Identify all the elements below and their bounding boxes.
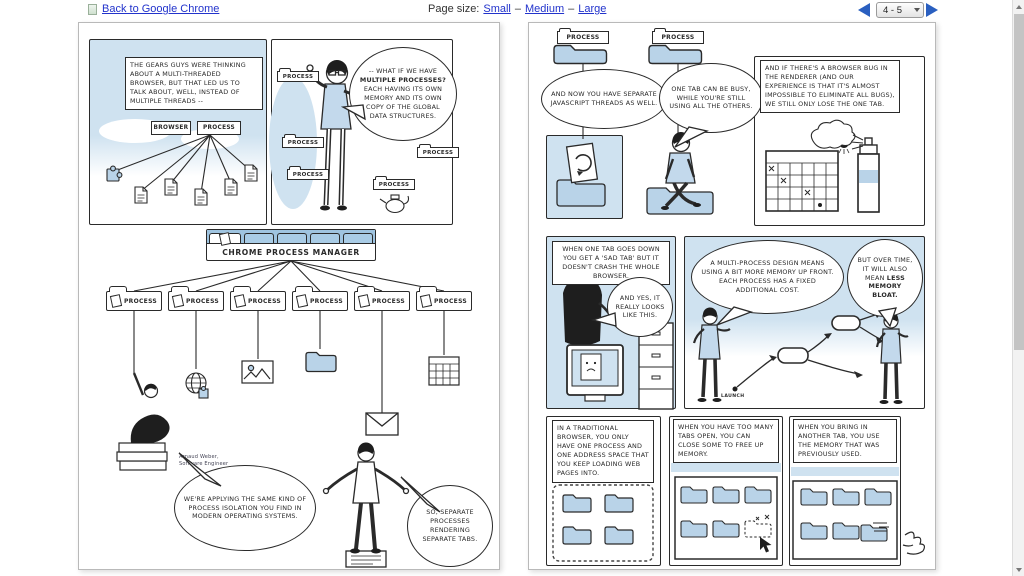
- bubble-process-isolation: WE'RE APPLYING THE SAME KIND OF PROCESS …: [174, 465, 316, 551]
- blue-band: [791, 467, 899, 476]
- process-folder-icons: [553, 44, 703, 65]
- engineer-credit: Arnaud Weber,Software Engineer: [179, 454, 229, 467]
- bubble-separate-tabs: SO, SEPARATE PROCESSES RENDERING SEPARAT…: [407, 485, 493, 567]
- process-row-box: PROCESS: [416, 286, 472, 311]
- process-tag: PROCESS: [287, 166, 329, 180]
- launch-label: LAUNCH: [721, 394, 745, 399]
- scroll-up-button[interactable]: [1013, 0, 1024, 13]
- page-favicon-icon: [88, 4, 97, 15]
- arrow-down-icon: [1016, 567, 1022, 572]
- caption-traditional-browser: IN A TRADITIONAL BROWSER, YOU ONLY HAVE …: [552, 420, 654, 483]
- page-size-medium-link[interactable]: Medium: [525, 3, 565, 15]
- arrow-up-icon: [1016, 4, 1022, 9]
- process-box: PROCESS: [197, 121, 241, 135]
- process-row-box: PROCESS: [292, 286, 348, 311]
- back-to-google-chrome-link[interactable]: Back to Google Chrome: [102, 3, 220, 15]
- process-row-box: PROCESS: [230, 286, 286, 311]
- caption-reuse-memory: WHEN YOU BRING IN ANOTHER TAB, YOU USE T…: [793, 419, 897, 464]
- photo-icon: [241, 360, 274, 384]
- previous-pages-arrow-icon[interactable]: [858, 3, 870, 17]
- process-tab: PROCESS: [557, 28, 609, 44]
- next-pages-arrow-icon[interactable]: [926, 3, 938, 17]
- banner-title: CHROME PROCESS MANAGER: [207, 243, 375, 261]
- page-size-large-link[interactable]: Large: [578, 3, 607, 15]
- process-tag: PROCESS: [373, 176, 415, 190]
- folder-icon: [305, 351, 337, 373]
- tab-icon: [310, 233, 340, 243]
- panel-javascript-thread: [546, 135, 623, 219]
- process-tag: PROCESS: [282, 134, 324, 148]
- chevron-down-icon: [914, 8, 920, 12]
- page-range-select[interactable]: 4 - 5: [876, 2, 924, 18]
- caption-browser-bug: AND IF THERE'S A BROWSER BUG IN THE REND…: [760, 60, 900, 114]
- vertical-scrollbar[interactable]: [1012, 0, 1024, 576]
- bubble-less-memory-bloat: BUT OVER TIME, IT WILL ALSO MEAN LESS ME…: [847, 239, 923, 317]
- bubble-tab-busy: ONE TAB CAN BE BUSY, WHILE YOU'RE STILL …: [659, 63, 763, 133]
- page-size-control: Page size: Small – Medium – Large: [428, 3, 606, 15]
- process-tag: PROCESS: [417, 144, 459, 158]
- globe-plugin-icon: [185, 372, 209, 399]
- chrome-process-manager-banner: CHROME PROCESS MANAGER: [206, 229, 376, 261]
- separator-dash: –: [568, 3, 575, 15]
- bubble-memory-cost: A MULTI-PROCESS DESIGN MEANS USING A BIT…: [691, 240, 844, 314]
- browser-box: BROWSER: [151, 121, 191, 135]
- process-row-box: PROCESS: [354, 286, 410, 311]
- scroll-down-button[interactable]: [1013, 563, 1024, 576]
- scrollbar-thumb[interactable]: [1014, 14, 1024, 350]
- banner-tabs: [207, 230, 375, 246]
- calendar-icon: [428, 356, 460, 386]
- tab-icon: [277, 233, 307, 243]
- viewer-toolbar: Back to Google Chrome Page size: Small –…: [0, 0, 1012, 21]
- page-size-small-link[interactable]: Small: [483, 3, 511, 15]
- arms-spread-figure: [322, 442, 410, 568]
- bubble-javascript-threads: AND NOW YOU HAVE SEPARATE JAVASCRIPT THR…: [541, 69, 667, 129]
- page-range-value: 4 - 5: [883, 4, 903, 16]
- page-size-label: Page size:: [428, 3, 480, 15]
- process-tag: PROCESS: [277, 68, 319, 82]
- caption-gears-guys: THE GEARS GUYS WERE THINKING ABOUT A MUL…: [125, 57, 263, 111]
- envelope-icon: [365, 412, 399, 436]
- dust-swoosh-doodle: [902, 531, 926, 555]
- bubble-multiple-processes: -- WHAT IF WE HAVE MULTIPLE PROCESSES? E…: [349, 47, 457, 141]
- comic-page-left: THE GEARS GUYS WERE THINKING ABOUT A MUL…: [78, 22, 500, 570]
- comic-page-right: PROCESS PROCESS AND NOW YOU HAVE SEPARAT…: [528, 22, 936, 570]
- active-tab-icon: [209, 231, 241, 246]
- tab-icon: [244, 233, 274, 243]
- process-tab: PROCESS: [652, 28, 704, 44]
- blue-band: [671, 463, 781, 472]
- crouching-engineer-figure: [116, 372, 170, 471]
- bubble-looks-like-this: AND YES, IT REALLY LOOKS LIKE THIS.: [607, 277, 673, 337]
- process-row-box: PROCESS: [106, 286, 162, 311]
- separator-dash: –: [514, 3, 522, 15]
- tab-icon: [343, 233, 373, 243]
- process-row-box: PROCESS: [168, 286, 224, 311]
- sitting-engineer-figure: [646, 131, 714, 215]
- caption-close-tabs: WHEN YOU HAVE TOO MANY TABS OPEN, YOU CA…: [673, 419, 779, 464]
